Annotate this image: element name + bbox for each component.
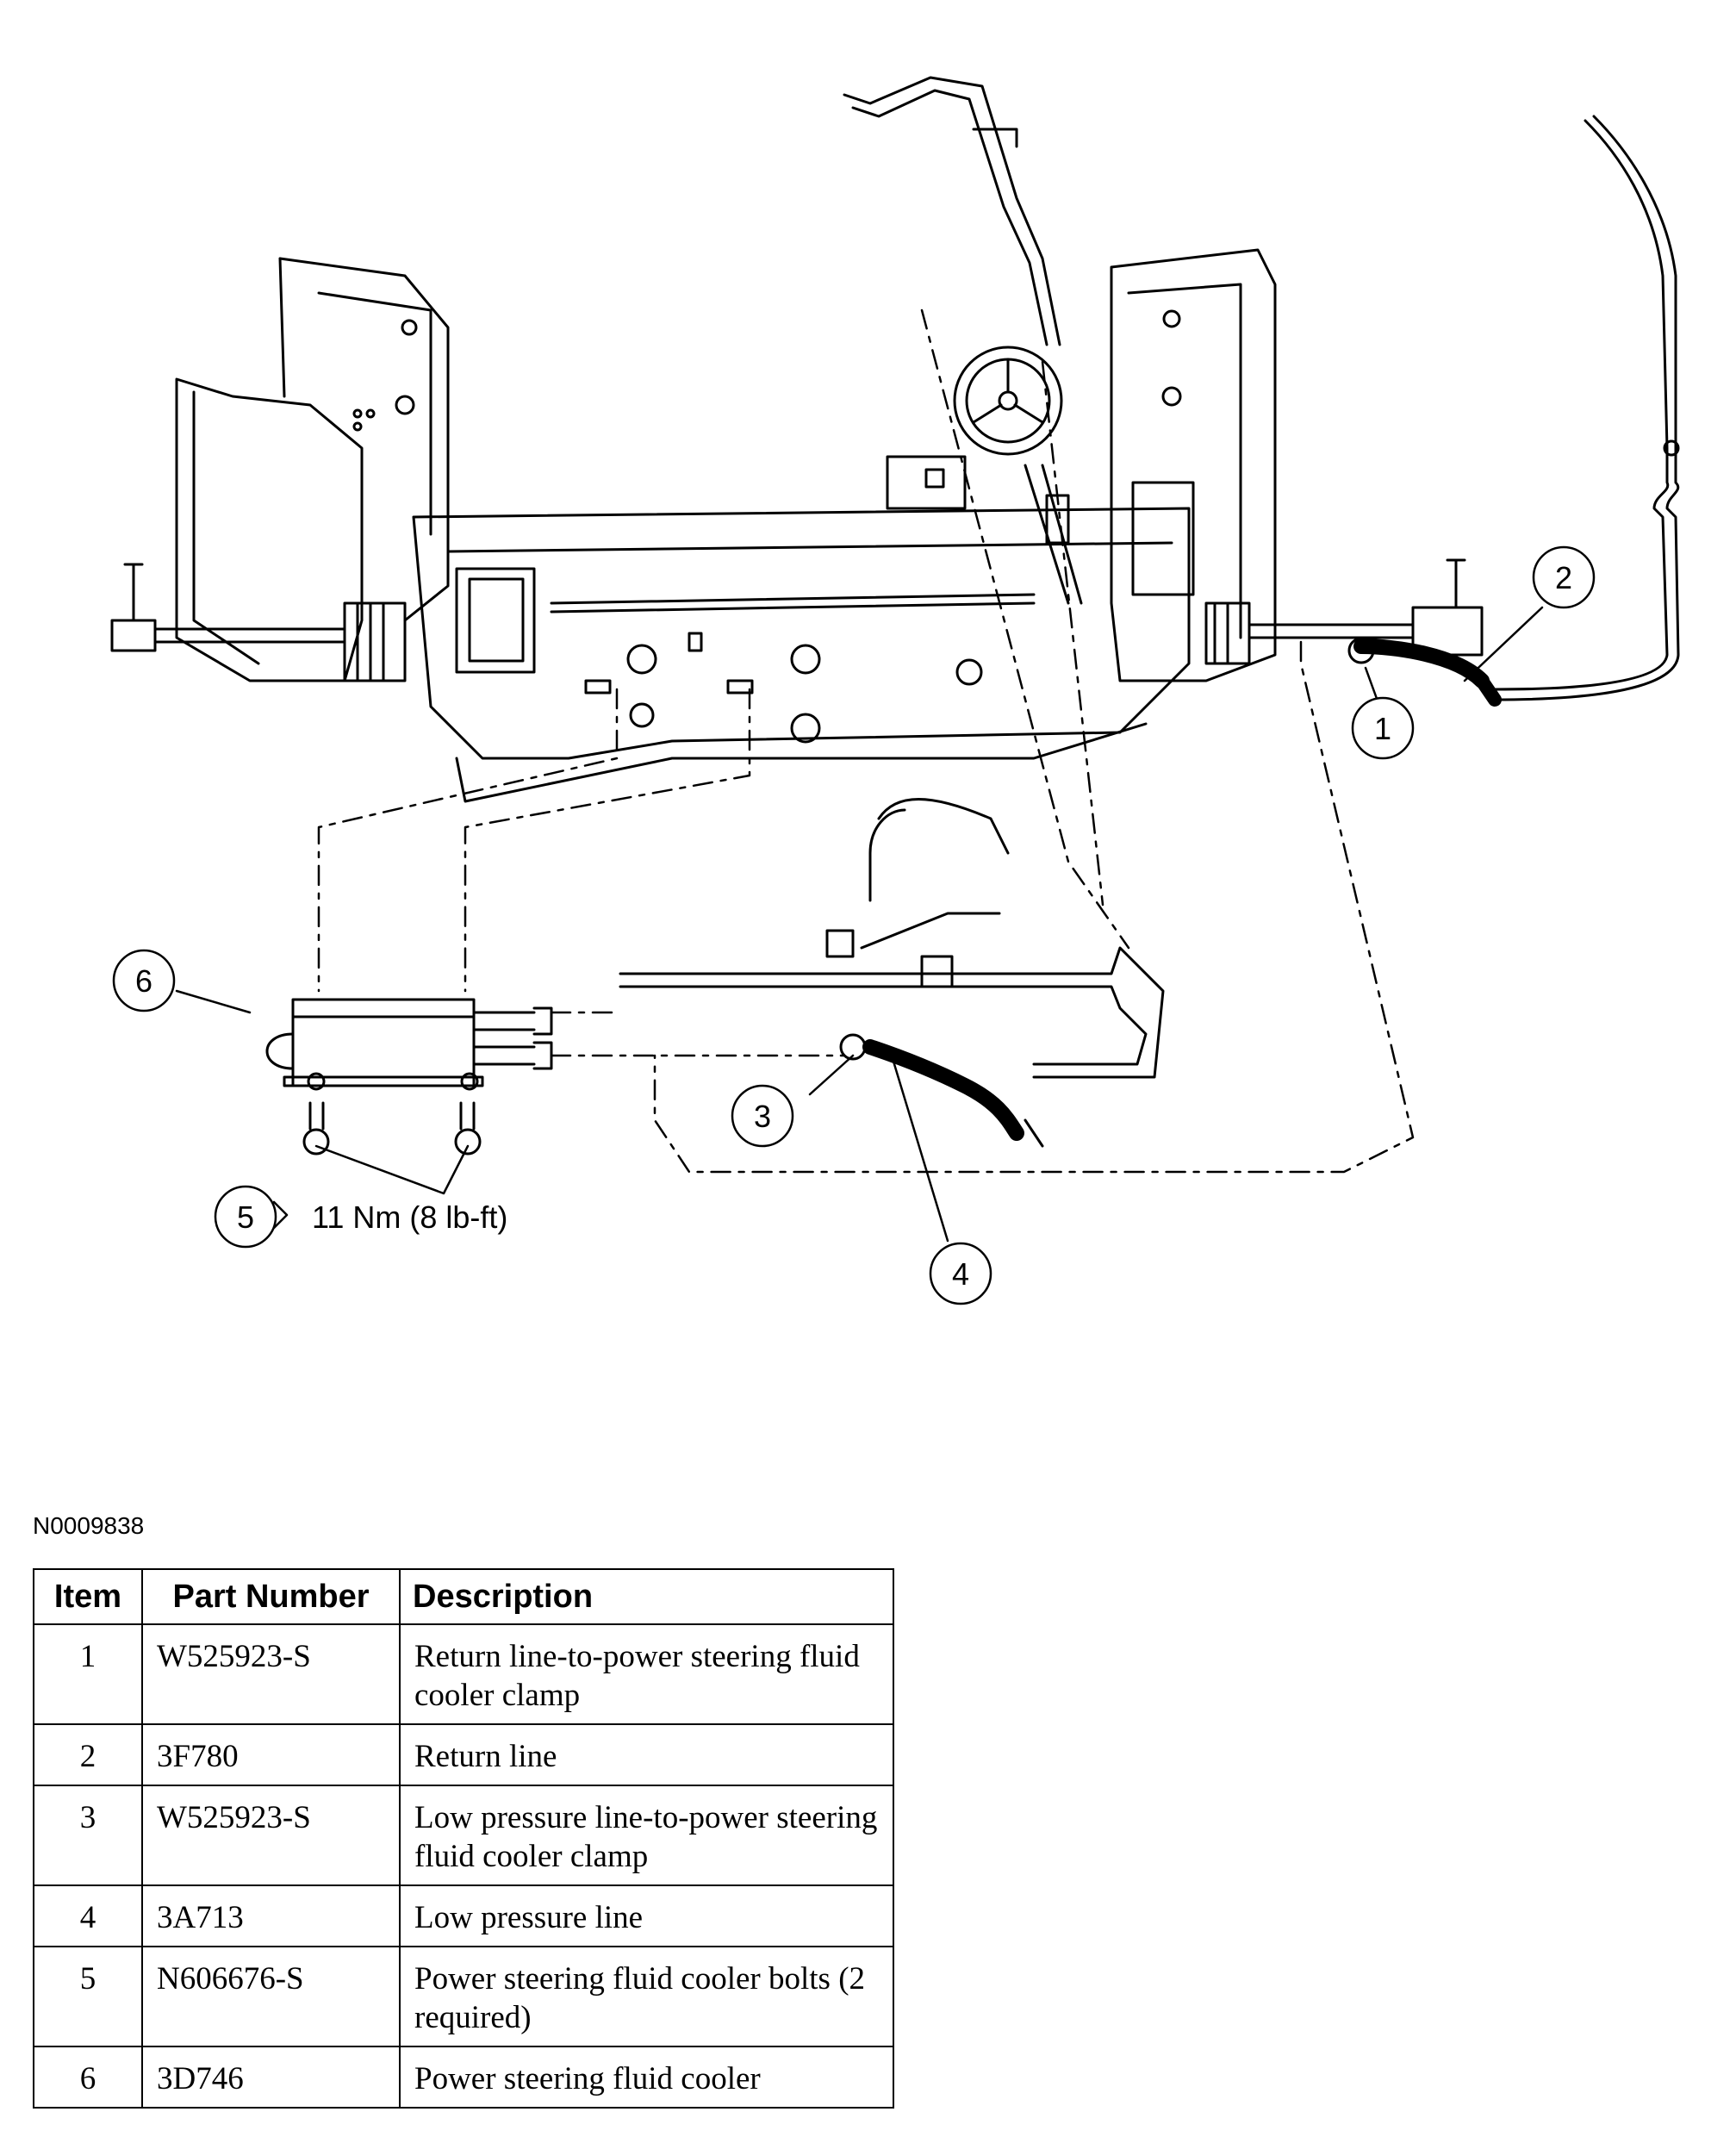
- header-part-number: Part Number: [141, 1568, 401, 1625]
- row-part-number: N606676-S: [141, 1946, 401, 2047]
- row-part-number: 3D746: [141, 2046, 401, 2109]
- callout-3: 3: [754, 1099, 771, 1134]
- parts-table: Item Part Number Description 1 W525923-S…: [33, 1568, 894, 2109]
- header-item: Item: [33, 1568, 143, 1625]
- left-frame-bracket: [175, 257, 450, 682]
- callout-5: 5: [237, 1199, 254, 1235]
- torque-spec: 11 Nm (8 lb-ft): [312, 1199, 507, 1235]
- row-item: 4: [33, 1884, 143, 1947]
- steering-rack: [110, 558, 1484, 682]
- table-row: 3 W525923-S Low pressure line-to-power s…: [33, 1785, 894, 1886]
- row-item: 1: [33, 1623, 143, 1725]
- row-item: 2: [33, 1723, 143, 1786]
- row-description: Return line-to-power steering fluid cool…: [399, 1623, 894, 1725]
- row-item: 3: [33, 1785, 143, 1886]
- figure-id: N0009838: [33, 1512, 145, 1539]
- table-row: 4 3A713 Low pressure line: [33, 1884, 894, 1947]
- table-row: 2 3F780 Return line: [33, 1723, 894, 1786]
- callout-6: 6: [135, 963, 152, 999]
- row-part-number: W525923-S: [141, 1785, 401, 1886]
- callout-2: 2: [1555, 560, 1572, 595]
- steering-diagram: 1 2 3 4 5 6 11 Nm (8 lb-ft): [110, 76, 1680, 1305]
- right-frame-bracket: [1110, 248, 1277, 682]
- callout-1: 1: [1374, 711, 1391, 746]
- pressure-line-upper: [843, 76, 1061, 346]
- return-line-2: [1347, 115, 1680, 707]
- callout-circles: [112, 545, 1596, 1305]
- row-description: Low pressure line-to-power steering flui…: [399, 1785, 894, 1886]
- low-pressure-line-4: [619, 798, 1165, 1148]
- routing-lines: [317, 308, 1415, 1174]
- row-part-number: 3F780: [141, 1723, 401, 1786]
- table-row: 1 W525923-S Return line-to-power steerin…: [33, 1623, 894, 1725]
- callout-leaders: [175, 606, 1544, 1243]
- row-description: Return line: [399, 1723, 894, 1786]
- row-description: Low pressure line: [399, 1884, 894, 1947]
- table-row: 6 3D746 Power steering fluid cooler: [33, 2046, 894, 2109]
- table-row: 5 N606676-S Power steering fluid cooler …: [33, 1946, 894, 2047]
- power-steering-fluid-cooler: [265, 998, 553, 1156]
- crossmember: [412, 507, 1191, 803]
- row-part-number: W525923-S: [141, 1623, 401, 1725]
- callout-4: 4: [952, 1256, 969, 1292]
- header-description: Description: [399, 1568, 894, 1625]
- table-header-row: Item Part Number Description: [33, 1568, 894, 1625]
- row-item: 5: [33, 1946, 143, 2047]
- power-steering-pump: [886, 346, 1083, 605]
- row-description: Power steering fluid cooler bolts (2 req…: [399, 1946, 894, 2047]
- row-part-number: 3A713: [141, 1884, 401, 1947]
- row-item: 6: [33, 2046, 143, 2109]
- row-description: Power steering fluid cooler: [399, 2046, 894, 2109]
